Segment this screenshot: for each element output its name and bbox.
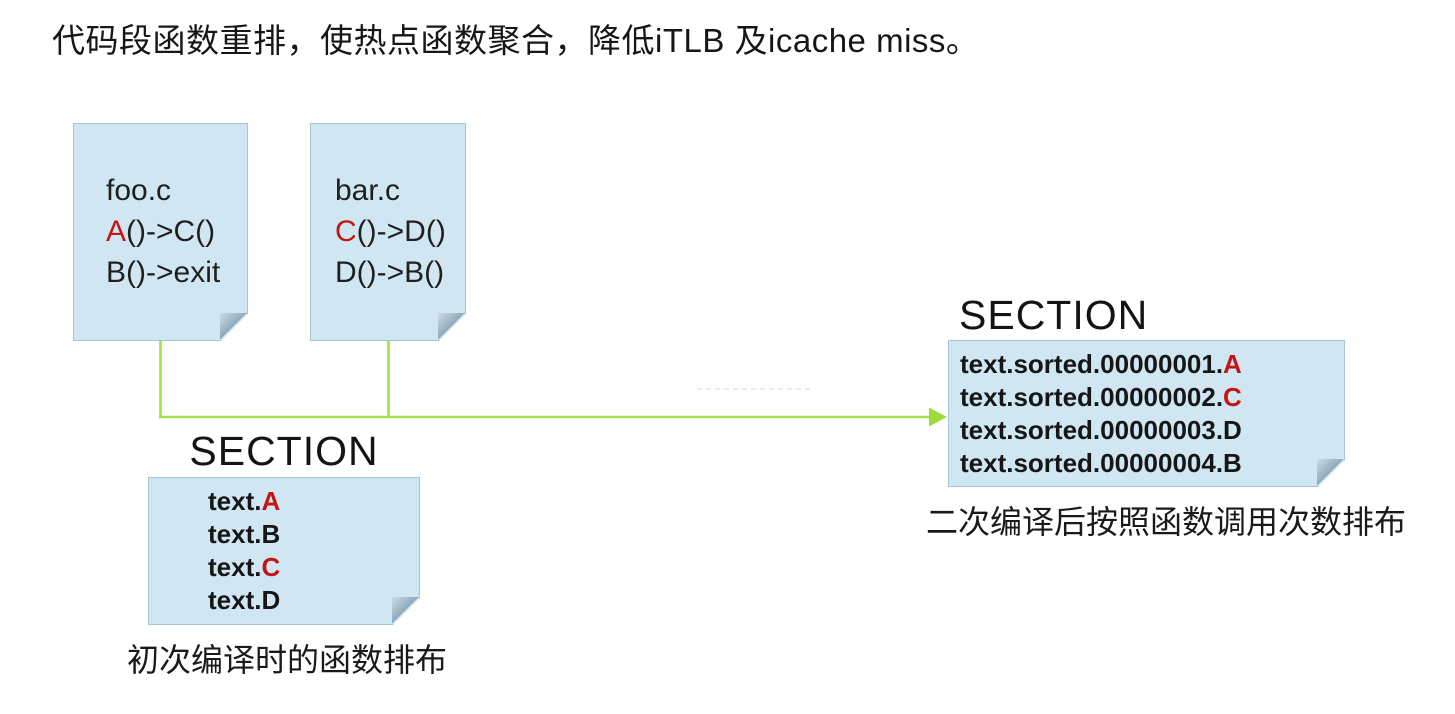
call-line: A()->C()	[106, 211, 220, 252]
section-heading-sorted: SECTION	[959, 292, 1149, 338]
entry-prefix: text.sorted.00000003.	[960, 415, 1224, 445]
entry-func: A	[1223, 349, 1242, 379]
call-line: C()->D()	[335, 211, 446, 252]
file-card-body: foo.c A()->C() B()->exit	[106, 170, 220, 293]
caption-sorted: 二次编译后按照函数调用次数排布	[925, 504, 1407, 540]
section-card-sorted: text.sorted.00000001.A text.sorted.00000…	[948, 340, 1345, 487]
section-entry: text.sorted.00000001.A	[960, 348, 1344, 381]
section-card-initial: text.A text.B text.C text.D	[148, 477, 420, 625]
folded-corner-icon	[220, 313, 247, 340]
file-name: bar.c	[335, 174, 401, 207]
call-target: ()->B()	[356, 256, 445, 289]
folded-corner-icon	[1317, 459, 1344, 486]
arrow-head-icon	[929, 407, 947, 427]
entry-prefix: text.sorted.00000002.	[960, 382, 1224, 412]
call-target: ()->D()	[356, 215, 446, 248]
entry-prefix: text.sorted.00000004.	[960, 448, 1224, 478]
section-entry: text.A	[208, 485, 419, 518]
caller-name: C	[335, 215, 357, 248]
section-entry: text.sorted.00000002.C	[960, 381, 1344, 414]
file-card-bar: bar.c C()->D() D()->B()	[310, 123, 466, 341]
section-entry-list: text.A text.B text.C text.D	[149, 478, 419, 617]
entry-func: D	[1223, 415, 1242, 445]
section-entry-list: text.sorted.00000001.A text.sorted.00000…	[949, 341, 1344, 480]
entry-prefix: text.	[208, 552, 262, 582]
entry-prefix: text.	[208, 519, 262, 549]
file-name: foo.c	[106, 174, 172, 207]
section-entry: text.sorted.00000003.D	[960, 414, 1344, 447]
entry-func: D	[261, 585, 281, 615]
caption-initial: 初次编译时的函数排布	[126, 642, 448, 678]
entry-prefix: text.	[208, 486, 262, 516]
call-target: ()->C()	[126, 215, 216, 248]
entry-func: C	[1223, 382, 1242, 412]
call-line: D()->B()	[335, 252, 446, 293]
entry-prefix: text.	[208, 585, 262, 615]
entry-func: C	[261, 552, 281, 582]
entry-func: B	[1223, 448, 1242, 478]
section-entry: text.sorted.00000004.B	[960, 447, 1344, 480]
entry-func: B	[261, 519, 281, 549]
section-entry: text.B	[208, 518, 419, 551]
caller-name: B	[106, 256, 127, 289]
call-target: ()->exit	[126, 256, 221, 289]
caller-name: A	[106, 215, 127, 248]
folded-corner-icon	[438, 313, 465, 340]
file-card-foo: foo.c A()->C() B()->exit	[73, 123, 248, 341]
section-entry: text.D	[208, 584, 419, 617]
section-entry: text.C	[208, 551, 419, 584]
call-line: B()->exit	[106, 252, 220, 293]
caller-name: D	[335, 256, 357, 289]
entry-prefix: text.sorted.00000001.	[960, 349, 1224, 379]
folded-corner-icon	[392, 597, 419, 624]
title-text: 代码段函数重排，使热点函数聚合，降低iTLB 及icache miss。	[52, 22, 980, 59]
section-heading-initial: SECTION	[189, 428, 379, 474]
entry-func: A	[261, 486, 281, 516]
file-card-body: bar.c C()->D() D()->B()	[335, 170, 446, 293]
